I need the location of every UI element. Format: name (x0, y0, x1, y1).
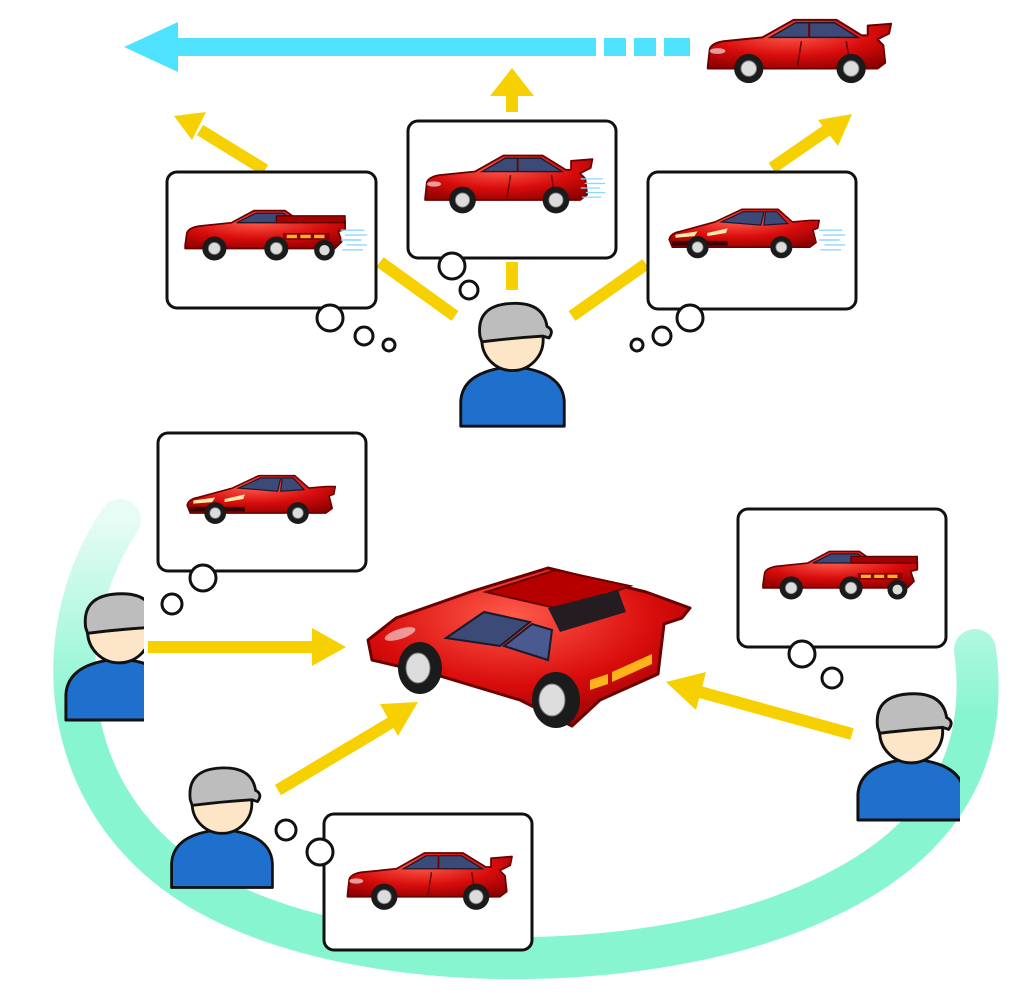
bottom-view-arrows (148, 628, 854, 796)
observer-top-person-icon (459, 301, 566, 428)
thought-bubble-bottom-side-view (274, 812, 534, 952)
central-car-icon (366, 566, 692, 728)
moving-car-icon (706, 18, 893, 85)
observer-bottom-left-person-icon (170, 766, 274, 889)
thought-bubble-side-view (406, 119, 618, 301)
thought-bubble-bottom-rear-view (736, 507, 948, 690)
thought-bubble-rear-view (165, 170, 397, 353)
thought-bubble-bottom-front-view (156, 431, 368, 616)
top-view-arrows (174, 68, 852, 321)
thought-bubble-front-view (629, 170, 858, 353)
motion-arrow (124, 22, 690, 72)
